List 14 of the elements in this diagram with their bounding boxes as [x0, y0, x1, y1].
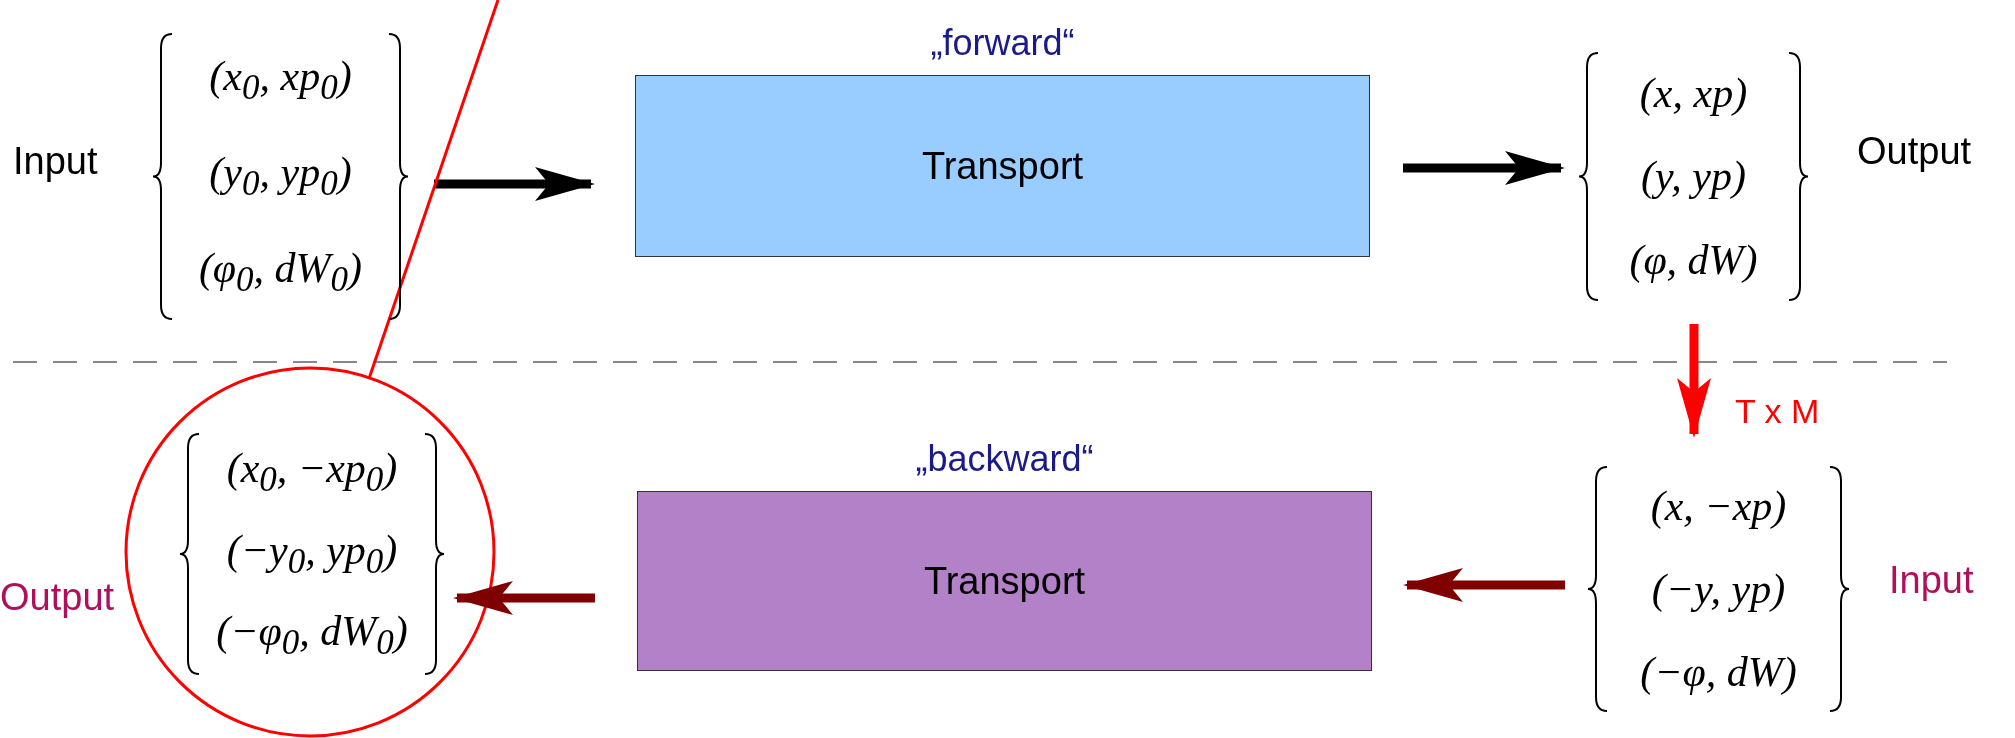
leader-line: [367, 0, 500, 379]
arrow: [1677, 324, 1711, 438]
arrow: [434, 167, 595, 201]
arrow: [1403, 151, 1565, 185]
box-label: Transport: [923, 559, 1086, 603]
side-label: Output: [0, 576, 115, 619]
side-label: Output: [1857, 130, 1972, 173]
box-label: Transport: [921, 144, 1084, 188]
box-heading: „forward“: [929, 22, 1076, 64]
arrow: [1403, 568, 1565, 602]
side-label: Input: [1889, 559, 1974, 602]
box-heading: „backward“: [914, 438, 1095, 480]
arrow: [453, 581, 595, 615]
side-label: Input: [13, 140, 98, 183]
